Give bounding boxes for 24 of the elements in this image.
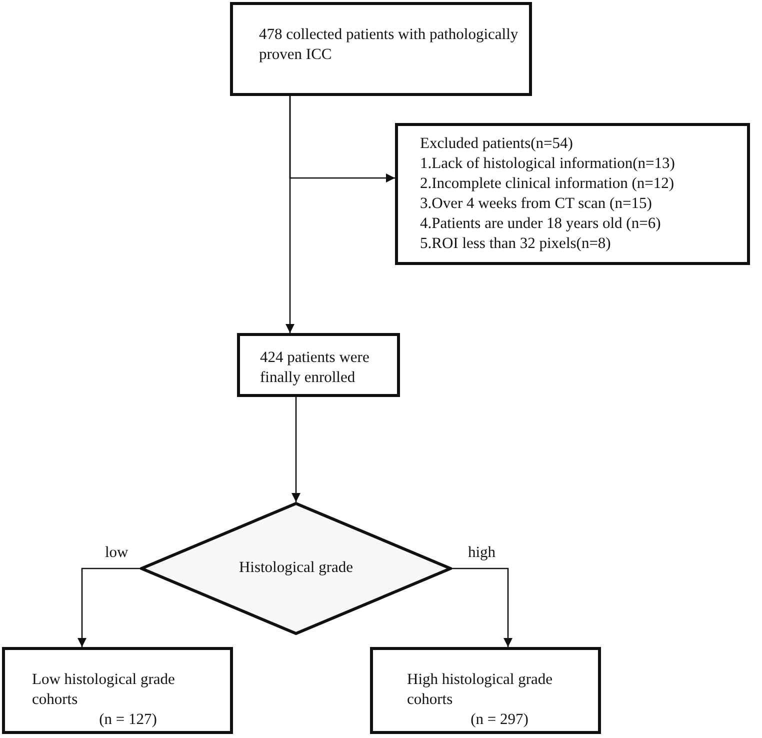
box-text: High histological grade cohorts: [407, 670, 554, 710]
box-subtext: (n = 127): [98, 710, 158, 730]
box-subtext: 4.Patients are under 18 years old (n=6): [420, 214, 662, 234]
decision-diamond: [140, 502, 452, 635]
arrow: [452, 568, 512, 647]
decision-label: Histological grade: [238, 558, 354, 578]
process-box: [370, 647, 601, 734]
box-text: Excluded patients(n=54): [420, 134, 574, 154]
arrow: [292, 397, 300, 502]
process-box: [2, 647, 233, 734]
arrow: [78, 568, 140, 647]
process-box: [230, 2, 532, 96]
box-text: Low histological grade cohorts: [32, 670, 176, 710]
arrow: [289, 96, 395, 182]
box-subtext: 2.Incomplete clinical information (n=12): [420, 174, 676, 194]
box-subtext: 5.ROI less than 32 pixels(n=8): [420, 234, 612, 254]
box-subtext: (n = 297): [470, 710, 530, 730]
process-box: [237, 333, 400, 397]
box-text: 478 collected patients with pathologically proven ICC: [259, 25, 519, 65]
box-text: 424 patients were finally enrolled: [260, 348, 370, 388]
process-box: [395, 123, 750, 265]
edge-label: high: [466, 544, 498, 562]
box-subtext: 1.Lack of histological information(n=13): [420, 154, 676, 174]
box-subtext: 3.Over 4 weeks from CT scan (n=15): [420, 194, 653, 214]
